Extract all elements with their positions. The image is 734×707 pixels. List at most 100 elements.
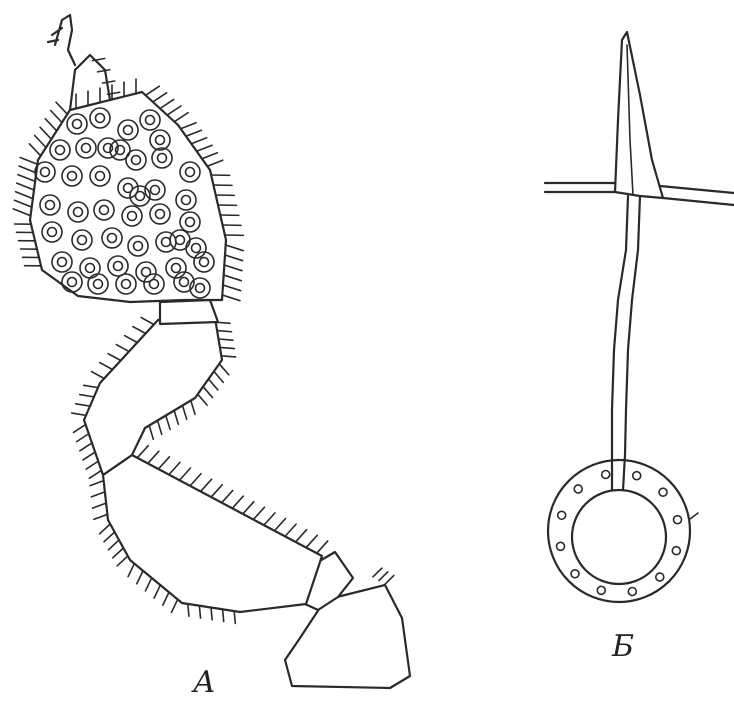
seta [166, 416, 170, 430]
seta [198, 394, 207, 405]
seta [76, 404, 90, 406]
seta [14, 200, 31, 207]
seta [174, 113, 188, 122]
seta [214, 371, 223, 382]
seta [317, 541, 328, 553]
seta [222, 490, 233, 502]
seta [264, 513, 275, 525]
seta [223, 285, 241, 291]
seta [72, 413, 86, 415]
seta [186, 130, 201, 136]
seta [224, 265, 242, 271]
seta [94, 514, 108, 519]
seta [83, 452, 95, 460]
socket-pore [597, 586, 605, 594]
seta [73, 425, 85, 433]
sensory-hair-drawing-b [545, 32, 734, 602]
seta [226, 245, 244, 251]
seta [113, 548, 124, 558]
socket-pore [602, 470, 610, 478]
seta [169, 462, 180, 474]
seta [234, 611, 235, 623]
seta [202, 153, 217, 159]
seta [224, 275, 242, 281]
seta [35, 136, 46, 148]
seta [149, 426, 153, 440]
socket-pore [674, 516, 682, 524]
seta [217, 331, 231, 332]
seta [243, 502, 254, 514]
seta [296, 530, 307, 542]
seta [90, 481, 104, 486]
seta [146, 86, 160, 95]
seta [80, 443, 92, 451]
seta [100, 524, 111, 534]
leg-claw [48, 15, 75, 65]
seta [181, 123, 196, 129]
socket-outer-ring [548, 460, 690, 602]
seta [56, 102, 67, 114]
socket-pore [574, 485, 582, 493]
seta [80, 395, 94, 397]
seta [188, 604, 189, 616]
seta [275, 518, 286, 530]
seta [145, 578, 151, 591]
seta [128, 564, 134, 577]
seta [191, 401, 195, 415]
seta [84, 385, 98, 387]
seta [16, 192, 33, 199]
seta [190, 474, 201, 486]
seta [108, 354, 121, 361]
seta [220, 347, 234, 348]
socket-pore [656, 573, 664, 581]
seta [20, 157, 37, 164]
seta [285, 524, 296, 536]
seta [171, 599, 177, 612]
seta [222, 295, 240, 301]
leg-coxa-segment [160, 300, 218, 324]
seta [137, 446, 148, 458]
leg-femur-segment [84, 318, 222, 475]
seta [163, 592, 169, 605]
seta [211, 608, 212, 620]
seta [18, 175, 35, 182]
seta [174, 411, 178, 425]
seta [93, 503, 107, 508]
seta [223, 609, 224, 621]
seta [183, 406, 187, 420]
seta [167, 106, 181, 115]
seta [141, 318, 154, 325]
seta [29, 144, 40, 156]
seta [211, 485, 222, 497]
socket-marker [690, 513, 698, 519]
seta [191, 138, 206, 144]
seta [373, 568, 382, 577]
seta [108, 540, 119, 550]
seta [40, 127, 51, 139]
socket-pore [571, 570, 579, 578]
hair-shaft [615, 32, 663, 198]
leg-large-segment [103, 455, 322, 612]
seta [91, 372, 104, 379]
seta [51, 111, 62, 123]
seta [207, 160, 222, 166]
seta [104, 532, 115, 542]
seta [137, 571, 143, 584]
seta [158, 421, 162, 435]
seta [209, 379, 218, 390]
leg-sensilla-pad [30, 92, 226, 302]
seta [17, 183, 34, 190]
socket-pore [558, 511, 566, 519]
socket-pore [659, 488, 667, 496]
seta [197, 145, 212, 151]
seta [13, 209, 30, 216]
seta [385, 575, 394, 584]
seta [89, 470, 101, 478]
seta [219, 339, 233, 340]
seta [116, 345, 129, 352]
seta [180, 468, 191, 480]
seta [158, 457, 169, 469]
seta [148, 451, 159, 463]
